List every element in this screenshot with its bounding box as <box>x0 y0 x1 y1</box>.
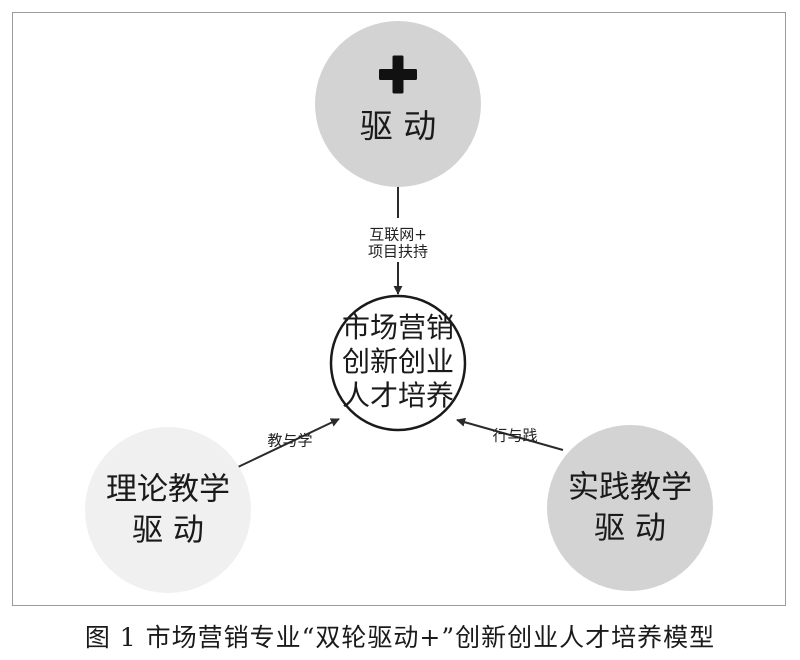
edge-top-label-line-1: 互联网+ <box>369 226 427 244</box>
node-right-line-2: 驱 动 <box>594 511 666 547</box>
node-center-line-1: 市场营销 <box>342 311 454 344</box>
node-center-line-3: 人才培养 <box>342 379 454 412</box>
edge-top-label-line-2: 项目扶持 <box>368 243 428 261</box>
plus-icon <box>379 55 417 94</box>
edge-left-arrow <box>237 418 340 468</box>
node-left: 理论教学 驱 动 <box>85 427 251 593</box>
node-top-label: 驱 动 <box>360 107 437 146</box>
node-left-circle <box>85 427 251 593</box>
node-left-line-2: 驱 动 <box>132 513 204 549</box>
node-left-line-1: 理论教学 <box>106 472 230 508</box>
edge-right-arrow <box>456 417 564 451</box>
edge-left-label: 教与学 <box>267 432 312 450</box>
node-right: 实践教学 驱 动 <box>547 425 713 591</box>
figure-caption: 图 1 市场营销专业“双轮驱动+”创新创业人才培养模型 <box>84 623 716 652</box>
node-right-circle <box>547 425 713 591</box>
node-center: 市场营销 创新创业 人才培养 <box>329 294 467 432</box>
edge-right-label: 行与践 <box>492 427 537 445</box>
node-center-line-2: 创新创业 <box>342 345 454 378</box>
node-center-circle <box>329 294 467 432</box>
node-top-circle <box>315 21 481 187</box>
node-right-line-1: 实践教学 <box>568 470 692 506</box>
node-top: 驱 动 <box>315 21 481 187</box>
